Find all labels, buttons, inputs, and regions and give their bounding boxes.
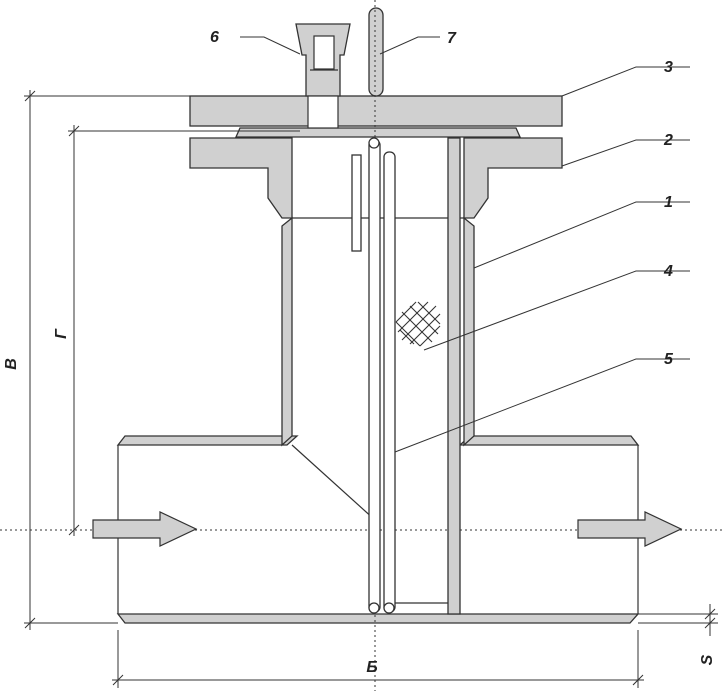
dimension-inner-height: Г <box>53 125 300 536</box>
body-flange-right <box>463 137 563 219</box>
outlet-arrow-icon <box>577 511 683 547</box>
cover <box>189 95 563 127</box>
body <box>116 216 640 624</box>
callout-2: 2 <box>663 132 673 149</box>
bottom-wall <box>116 613 640 624</box>
basket-handle <box>351 154 362 252</box>
filter-element <box>351 0 461 691</box>
neck-right-wall <box>463 216 475 447</box>
body-flange-left <box>189 137 293 219</box>
callout-4: 4 <box>663 263 673 280</box>
callout-5: 5 <box>664 351 674 368</box>
basket-wall <box>447 137 461 615</box>
frame-rod-left <box>368 139 381 613</box>
dimension-inner-height-label: Г <box>53 328 70 339</box>
drain-plug <box>295 23 351 129</box>
frame-rod-right <box>383 151 396 613</box>
callout-leaders <box>240 36 690 453</box>
dimension-length-label: Б <box>366 659 377 676</box>
inlet-arrow-icon <box>92 511 198 547</box>
inner-partition <box>291 444 376 521</box>
lifting-rod <box>368 7 384 97</box>
callout-7: 7 <box>447 30 457 47</box>
top-pin <box>368 137 380 149</box>
callout-1: 1 <box>664 194 673 211</box>
dimension-overall-height-label: В <box>3 358 20 370</box>
callout-6: 6 <box>210 29 219 46</box>
callout-3: 3 <box>664 59 673 76</box>
plug-socket <box>313 35 335 70</box>
dimension-overall-height: В <box>3 90 190 630</box>
neck-left-wall <box>281 216 293 447</box>
plug-shank <box>307 95 339 129</box>
mesh-icon <box>395 301 441 347</box>
dimension-length: Б <box>112 630 644 688</box>
dimension-wall: S <box>638 604 718 665</box>
dimension-wall-label: S <box>699 654 716 665</box>
left-pipe-top-wall <box>116 435 299 446</box>
gasket <box>234 127 522 138</box>
bottom-pin-left <box>368 602 380 614</box>
body-flange <box>189 137 563 219</box>
bottom-pin-right <box>383 602 395 614</box>
right-pipe-top-wall <box>458 435 640 446</box>
